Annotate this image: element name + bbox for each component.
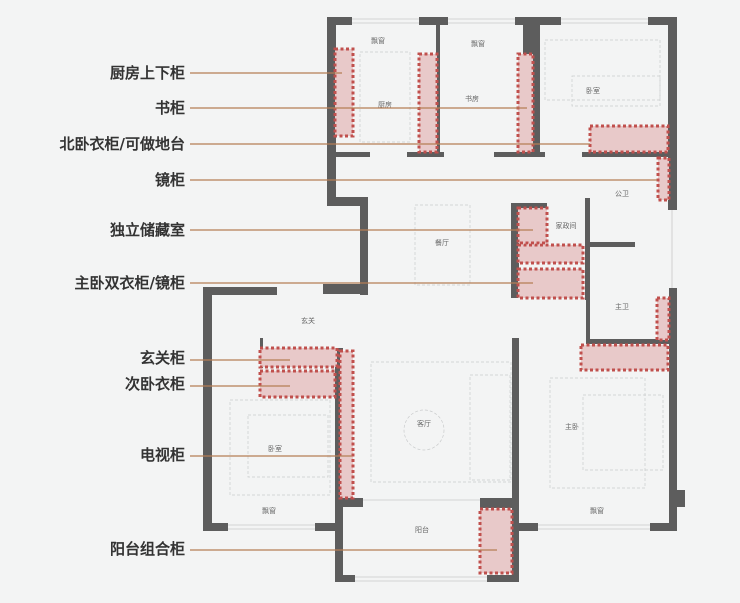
callout-storage-room: 独立储藏室 xyxy=(109,221,185,239)
room-label: 飘窗 xyxy=(262,506,276,515)
room-label: 客厅 xyxy=(417,419,431,428)
callout-north-wardrobe: 北卧衣柜/可做地台 xyxy=(59,135,185,153)
tv-cabinet xyxy=(338,349,355,500)
callout-foyer-cabinet: 玄关柜 xyxy=(139,349,185,367)
room-label: 家政间 xyxy=(556,221,577,230)
kitchen-cabinet xyxy=(333,47,355,138)
leader-lines xyxy=(190,72,657,551)
storage-room xyxy=(516,206,549,245)
room-label: 餐厅 xyxy=(435,238,449,247)
bookcase xyxy=(516,52,535,154)
kitchen-cabinet-2 xyxy=(417,52,439,154)
callout-master-wardrobe: 主卧双衣柜/镜柜 xyxy=(74,274,185,292)
room-label: 飘窗 xyxy=(471,39,485,48)
mirror-cabinet xyxy=(656,156,671,202)
windows xyxy=(228,18,673,582)
room-label: 厨房 xyxy=(378,100,392,109)
cabinets xyxy=(258,47,671,575)
foyer-cabinet xyxy=(258,346,339,369)
room-label: 卧室 xyxy=(268,444,282,453)
second-bedroom-wardrobe xyxy=(258,369,337,399)
callout-tv-cabinet: 电视柜 xyxy=(139,446,185,464)
room-label: 飘窗 xyxy=(590,506,604,515)
callout-balcony-cabinet: 阳台组合柜 xyxy=(109,540,185,558)
room-label: 卧室 xyxy=(586,86,600,95)
furniture xyxy=(229,39,664,496)
room-label: 主卫 xyxy=(615,302,629,311)
master-wardrobe-2 xyxy=(579,343,670,372)
storage-room-2 xyxy=(516,243,585,265)
callout-kitchen-cabinets: 厨房上下柜 xyxy=(109,64,185,82)
room-label: 阳台 xyxy=(415,525,429,534)
callout-bookcase: 书柜 xyxy=(154,99,185,117)
balcony-cabinet xyxy=(478,507,514,575)
room-label: 书房 xyxy=(465,94,479,103)
room-label: 飘窗 xyxy=(371,36,385,45)
room-labels: 飘窗 飘窗 卧室 厨房 书房 公卫 家政间 餐厅 主卫 玄关 客厅 卧室 主卧 … xyxy=(262,36,629,534)
room-label: 玄关 xyxy=(301,316,315,325)
room-label: 主卧 xyxy=(565,422,579,431)
north-bedroom-wardrobe xyxy=(588,124,670,154)
walls xyxy=(203,17,685,582)
master-mirror-cabinet xyxy=(655,296,671,342)
callout-second-wardrobe: 次卧衣柜 xyxy=(124,375,185,393)
callout-mirror-cabinet: 镜柜 xyxy=(154,171,185,189)
room-label: 公卫 xyxy=(615,190,629,198)
